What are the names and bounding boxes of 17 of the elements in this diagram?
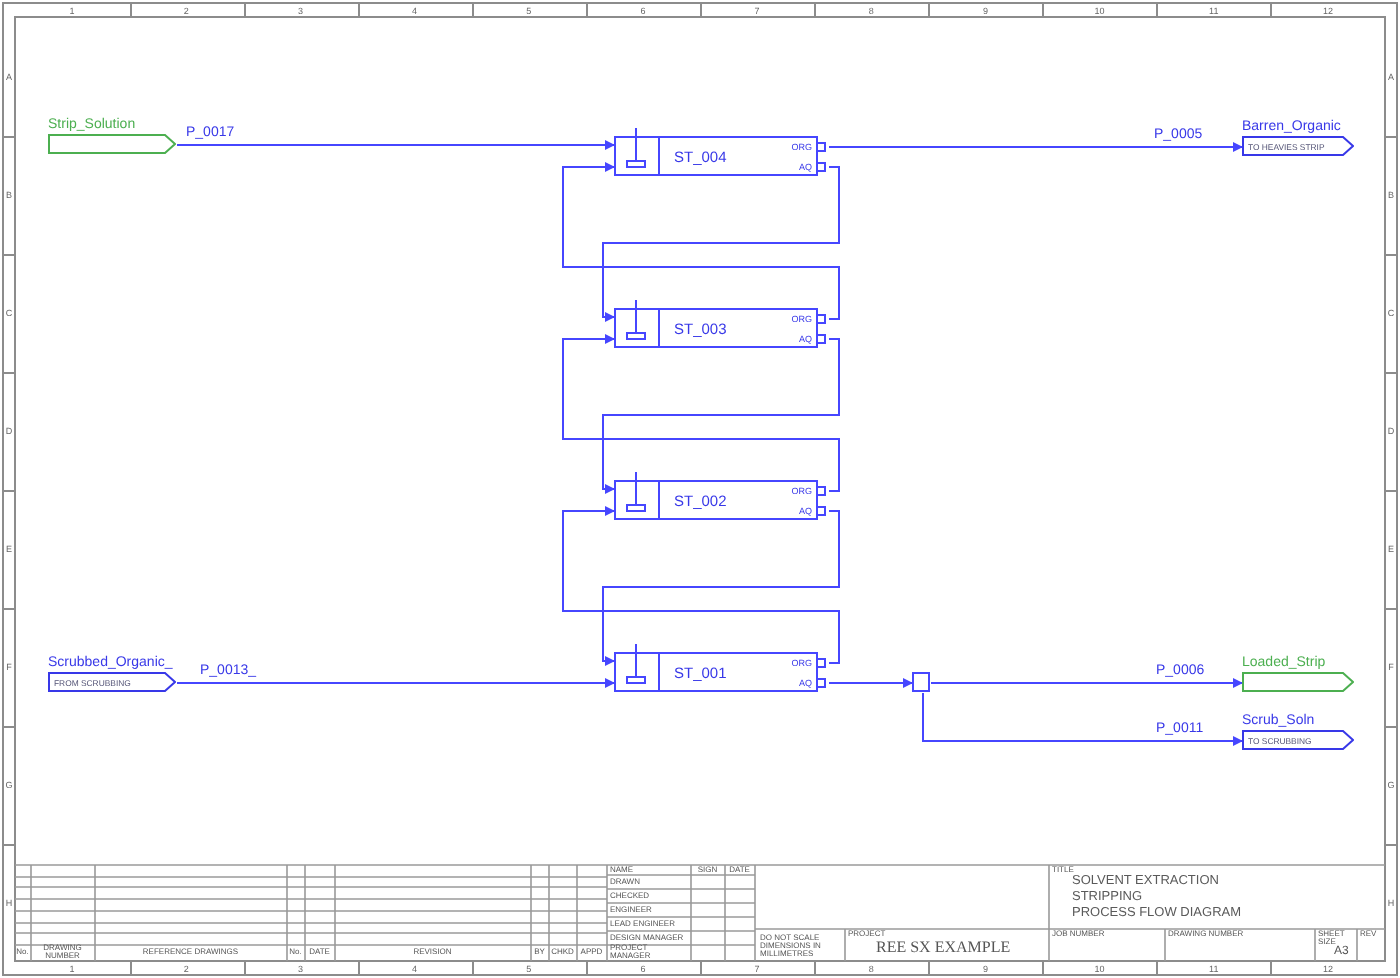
stream-line xyxy=(602,338,840,494)
mixer-settler-unit xyxy=(614,128,828,176)
stream-line xyxy=(602,166,840,322)
stream-line xyxy=(828,678,914,688)
stream-line xyxy=(930,678,1244,688)
stream-line xyxy=(562,506,840,664)
mixer-settler-unit xyxy=(614,472,828,520)
stream-line xyxy=(176,140,616,150)
splitter-box xyxy=(912,672,930,692)
stream-line xyxy=(828,142,1244,152)
mixer-settler-unit xyxy=(614,300,828,348)
stream-line xyxy=(922,692,1244,746)
stream-line xyxy=(176,678,616,688)
mixer-settler-unit xyxy=(614,644,828,692)
stream-line xyxy=(602,510,840,666)
stream-line xyxy=(562,162,840,320)
stream-line xyxy=(562,334,840,492)
